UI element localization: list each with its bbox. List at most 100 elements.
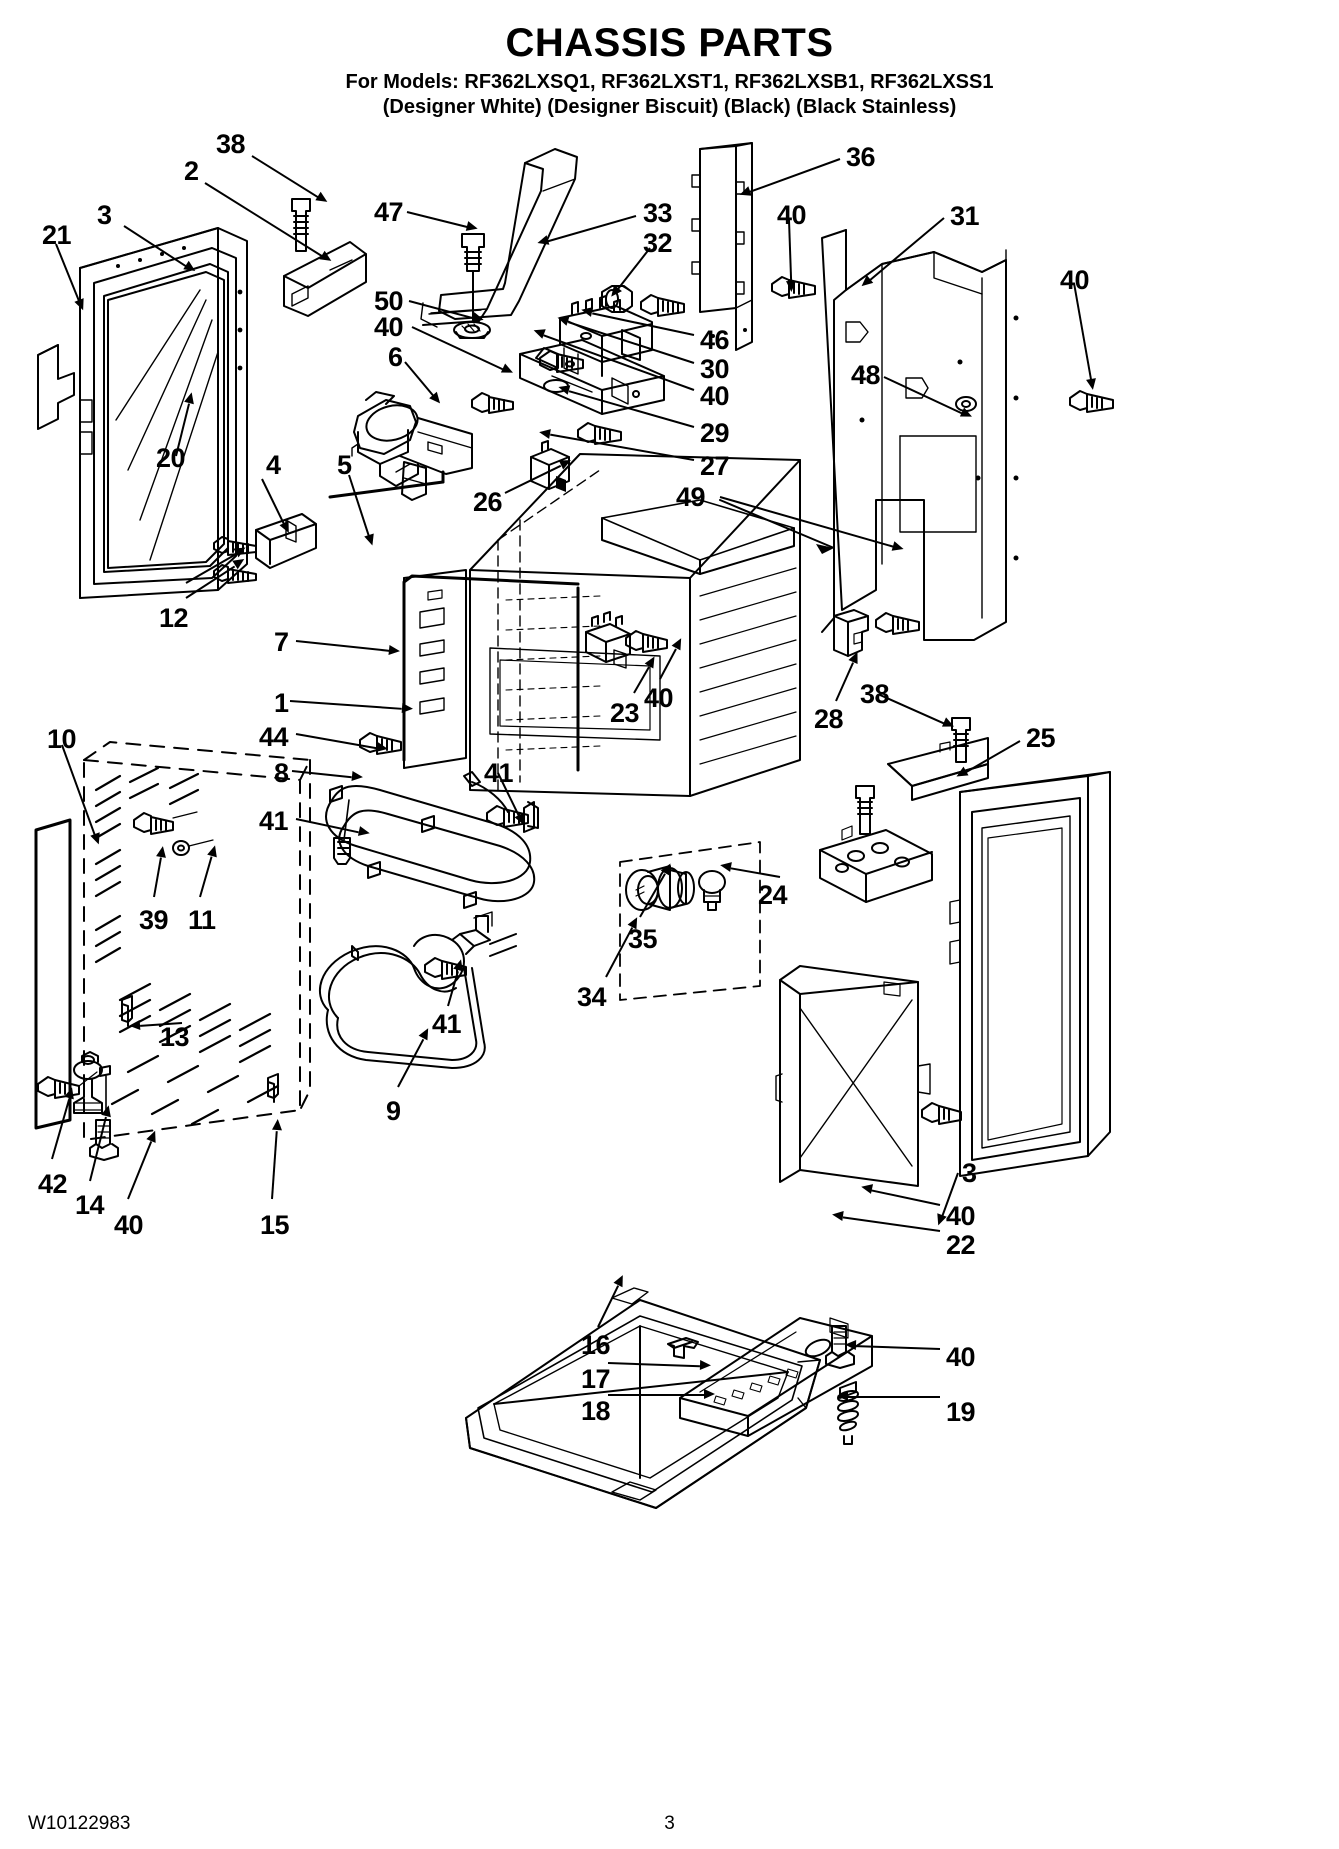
callout-34: 34 — [577, 982, 607, 1012]
callout-49: 49 — [676, 482, 706, 512]
models-line: For Models: RF362LXSQ1, RF362LXST1, RF36… — [345, 71, 994, 93]
callout-36: 36 — [846, 142, 876, 172]
callout-5: 5 — [337, 450, 352, 480]
leader-arrowhead — [351, 771, 364, 783]
callout-40: 40 — [1060, 265, 1090, 295]
callout-20: 20 — [156, 443, 186, 473]
part-50-washer — [453, 321, 491, 339]
part-49-pointer — [719, 499, 835, 554]
callout-29: 29 — [700, 418, 730, 448]
part-40-screw-rail — [539, 350, 584, 373]
part-31-side-panel — [821, 229, 1019, 641]
leader-line — [608, 1394, 704, 1396]
callout-16: 16 — [581, 1330, 611, 1360]
callout-40: 40 — [644, 683, 674, 713]
leader-arrowhead — [844, 1339, 857, 1351]
callout-40: 40 — [777, 200, 807, 230]
callout-22: 22 — [946, 1230, 976, 1260]
part-40-screw-lower-right — [921, 1102, 962, 1125]
callout-39: 39 — [139, 905, 169, 935]
callout-18: 18 — [581, 1396, 611, 1426]
callout-10: 10 — [47, 724, 77, 754]
leader-arrowhead — [538, 426, 552, 439]
part-44-screw — [359, 732, 402, 755]
callout-28: 28 — [814, 704, 844, 734]
part-35-bulb — [698, 870, 726, 911]
callout-4: 4 — [266, 450, 281, 480]
callout-21: 21 — [42, 220, 72, 250]
part-39-screw — [133, 811, 198, 835]
callout-11: 11 — [188, 905, 216, 935]
leader-arrowhead — [128, 1019, 141, 1031]
part-3-door-lower-right — [949, 771, 1111, 1177]
callout-46: 46 — [700, 325, 730, 355]
part-26-clip — [530, 440, 570, 492]
document-number: W10122983 — [28, 1813, 131, 1834]
part-34-dashed-boundary — [619, 841, 761, 1001]
callout-13: 13 — [160, 1022, 190, 1052]
callout-15: 15 — [260, 1210, 290, 1240]
callout-24: 24 — [758, 880, 788, 910]
leader-arrowhead — [837, 1391, 848, 1401]
part-40-screw-trim — [825, 1325, 855, 1369]
part-10-insulation-outline — [34, 741, 311, 1141]
callout-35: 35 — [628, 924, 658, 954]
part-41-screw-upper-element — [486, 805, 529, 828]
part-6-blower-assembly — [351, 391, 473, 501]
callout-38: 38 — [216, 129, 246, 159]
callout-41: 41 — [484, 758, 514, 788]
callout-6: 6 — [388, 342, 403, 372]
leader-arrowhead — [375, 742, 389, 755]
part-7-control-bracket — [402, 569, 580, 772]
part-38-screw-upper — [291, 198, 311, 252]
leader-arrowhead — [401, 702, 414, 714]
callout-40: 40 — [946, 1342, 976, 1372]
part-14-leveling-leg — [73, 1051, 111, 1114]
part-41-screw-left-element — [333, 799, 351, 865]
callout-19: 19 — [946, 1397, 976, 1427]
part-24-mounting-plate — [819, 825, 933, 903]
leader-arrowhead — [271, 1118, 283, 1131]
callout-3: 3 — [97, 200, 112, 230]
page-title: CHASSIS PARTS — [505, 21, 834, 65]
part-2-handle-endcap — [283, 241, 367, 317]
part-40-screw-blower — [471, 392, 514, 414]
part-3-door-panel — [79, 227, 248, 599]
part-40-screw-bottom-left — [89, 1075, 119, 1161]
callout-14: 14 — [75, 1190, 105, 1220]
callout-26: 26 — [473, 487, 503, 517]
part-13-clip — [121, 995, 133, 1027]
part-15-clip — [267, 1073, 279, 1103]
callout-41: 41 — [432, 1009, 462, 1039]
leader-arrowhead — [786, 280, 797, 293]
callout-30: 30 — [700, 354, 730, 384]
part-36-side-trim — [691, 142, 753, 351]
part-41-screw-lower-element — [424, 957, 467, 980]
callout-50: 50 — [374, 286, 404, 316]
callout-8: 8 — [274, 758, 289, 788]
callout-40: 40 — [374, 312, 404, 342]
leader-arrowhead — [704, 1389, 715, 1399]
callout-9: 9 — [386, 1096, 401, 1126]
callout-48: 48 — [851, 360, 881, 390]
leader-arrowhead — [388, 644, 401, 656]
callout-23: 23 — [610, 698, 640, 728]
callout-25: 25 — [1026, 723, 1056, 753]
part-38-screw-plate — [855, 785, 875, 835]
callout-1: 1 — [274, 688, 289, 718]
leader-arrowhead — [719, 860, 732, 873]
callout-31: 31 — [950, 201, 980, 231]
part-38-screw-brace — [951, 717, 971, 763]
part-12-screws — [213, 536, 257, 584]
part-18-front-trim — [679, 1317, 873, 1437]
colors-line: (Designer White) (Designer Biscuit) (Bla… — [382, 96, 957, 118]
part-40-screw-right — [1069, 390, 1114, 413]
callout-32: 32 — [643, 228, 673, 258]
callout-7: 7 — [274, 627, 289, 657]
part-11-grommet — [172, 839, 214, 856]
part-27-screw — [577, 422, 622, 445]
part-4-bracket — [255, 513, 317, 569]
